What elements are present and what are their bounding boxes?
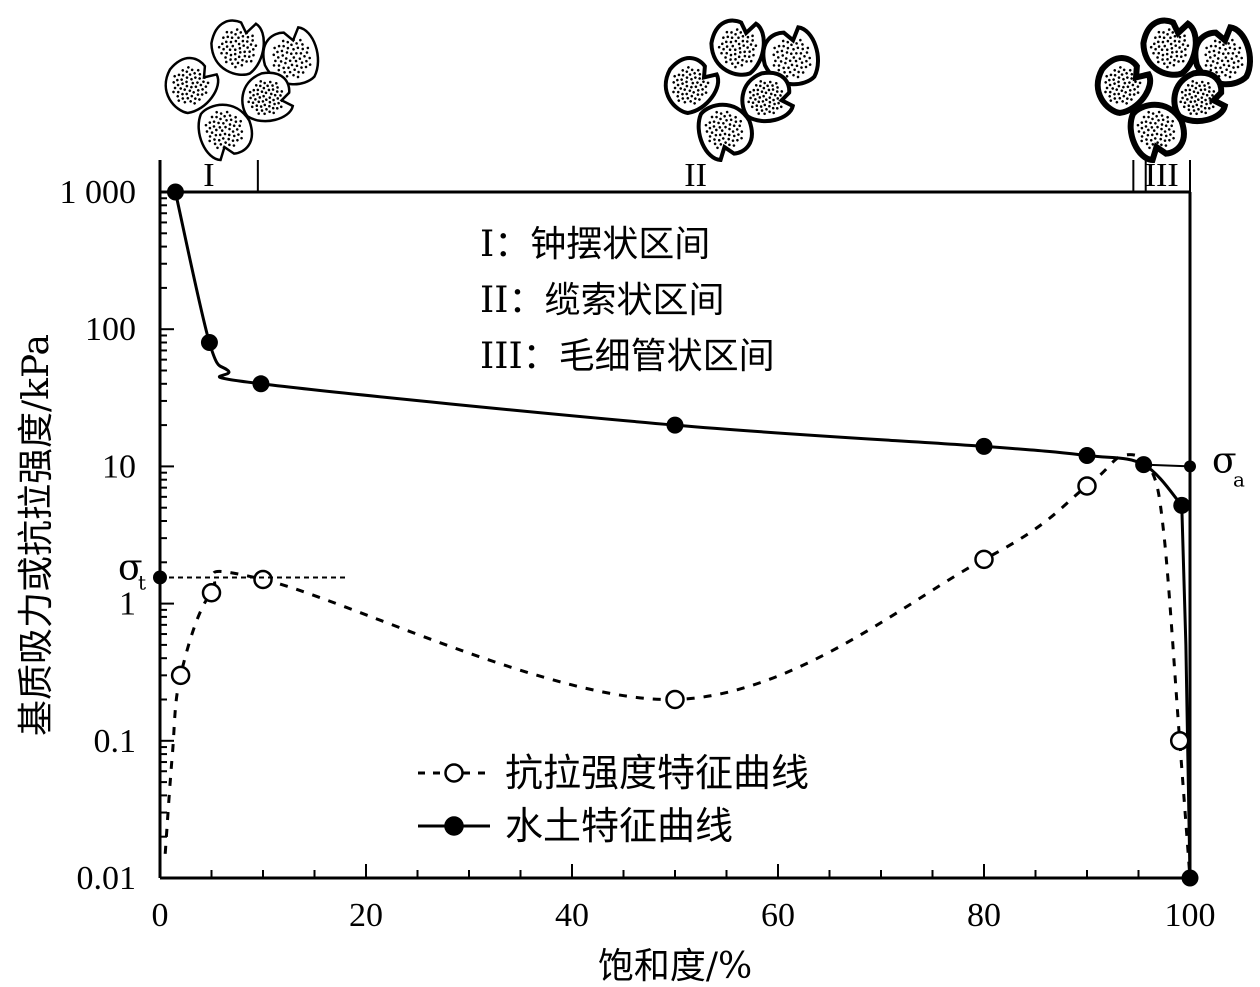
y-tick-label: 1 000 bbox=[60, 174, 137, 211]
particle-grain bbox=[164, 56, 220, 115]
legend-marker bbox=[444, 763, 464, 783]
y-axis: 0.01 0.1 1 10 100 1 000 bbox=[60, 174, 174, 897]
x-tick-label: 0 bbox=[152, 897, 169, 934]
particle-grain bbox=[761, 25, 820, 87]
tensile-strength-point bbox=[170, 665, 191, 686]
region-notes: I：钟摆状区间 II：缆索状区间 III：毛细管状区间 bbox=[480, 224, 775, 377]
particle-grain bbox=[696, 102, 754, 163]
x-axis: 0 20 40 60 80 100 bbox=[152, 864, 1216, 934]
swcc-point bbox=[1173, 496, 1191, 514]
swcc-point bbox=[975, 437, 993, 455]
particle-grain bbox=[210, 19, 266, 76]
y-axis-title: 基质吸力或抗拉强度/kPa bbox=[16, 334, 57, 736]
particle-grain bbox=[740, 70, 796, 123]
region-label-3: III bbox=[1145, 157, 1179, 194]
y-tick-label: 0.1 bbox=[94, 723, 137, 760]
swcc-curve-tail bbox=[1180, 505, 1192, 879]
particle-illustration-funicular bbox=[663, 18, 820, 163]
particle-grain bbox=[1140, 17, 1199, 78]
tensile-strength-point bbox=[665, 689, 685, 710]
y-tick-label: 1 bbox=[119, 586, 136, 623]
x-tick-label: 60 bbox=[761, 897, 795, 934]
tensile-strength-point bbox=[201, 582, 222, 603]
particle-illustration-capillary bbox=[1094, 17, 1253, 164]
particle-grain bbox=[1127, 101, 1187, 164]
swcc-point bbox=[1078, 447, 1096, 465]
particle-grain bbox=[262, 25, 320, 86]
tensile-strength-point bbox=[1169, 731, 1190, 751]
region-note-3: III：毛细管状区间 bbox=[480, 336, 775, 377]
particle-grain bbox=[709, 18, 766, 77]
legend-label: 水土特征曲线 bbox=[505, 804, 733, 848]
region-label-2: II bbox=[684, 157, 707, 194]
particle-grain bbox=[1094, 55, 1154, 116]
tensile-strength-point bbox=[253, 569, 273, 590]
sigma-a-point bbox=[1184, 460, 1196, 473]
region-label-1: I bbox=[203, 157, 214, 194]
x-tick-label: 20 bbox=[349, 897, 383, 934]
tensile-strength-point bbox=[974, 549, 994, 570]
swcc-point bbox=[1135, 456, 1153, 474]
y-tick-label: 0.01 bbox=[77, 860, 137, 897]
x-tick-label: 40 bbox=[555, 897, 589, 934]
particle-grain bbox=[241, 71, 295, 123]
sigma-a-subscript: a bbox=[1233, 467, 1245, 491]
particle-grain bbox=[1192, 24, 1253, 88]
swcc-point bbox=[1181, 869, 1199, 887]
swcc-point bbox=[200, 333, 218, 351]
tensile-strength-curve bbox=[163, 453, 1192, 879]
region-note-2: II：缆索状区间 bbox=[480, 280, 724, 321]
series-markers bbox=[166, 183, 1199, 887]
sigma-t-point bbox=[153, 570, 167, 585]
particle-illustration-pendular bbox=[164, 19, 320, 162]
region-note-1: I：钟摆状区间 bbox=[480, 224, 710, 265]
y-tick-label: 100 bbox=[85, 311, 136, 348]
legend-label: 抗拉强度特征曲线 bbox=[505, 751, 809, 795]
swcc-point bbox=[666, 416, 684, 434]
sigma-t-subscript: t bbox=[138, 570, 146, 594]
legend-marker bbox=[444, 816, 464, 836]
swcc-point bbox=[252, 375, 270, 393]
particle-grain bbox=[197, 103, 254, 162]
particle-grain bbox=[1171, 69, 1229, 124]
sigma-a-symbol: σ bbox=[1212, 440, 1237, 481]
tensile-strength-point bbox=[1077, 476, 1097, 496]
particle-grain bbox=[663, 56, 721, 115]
x-tick-label: 100 bbox=[1165, 897, 1216, 934]
y-tick-label: 10 bbox=[102, 448, 136, 485]
swcc-point bbox=[166, 183, 184, 201]
sigma-t-symbol: σ bbox=[118, 547, 143, 588]
x-tick-label: 80 bbox=[967, 897, 1001, 934]
x-axis-title: 饱和度/% bbox=[598, 946, 752, 987]
